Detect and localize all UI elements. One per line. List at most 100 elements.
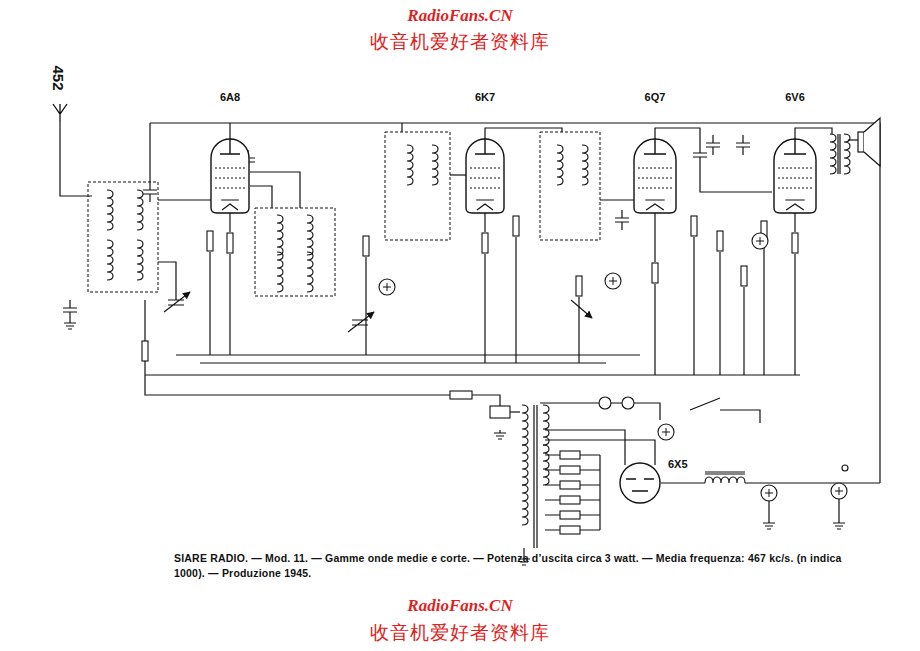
ground-symbol: [64, 320, 845, 565]
selector-taps: [560, 466, 580, 474]
tube-outline: [774, 139, 816, 213]
resistor-symbol: [482, 233, 488, 253]
tube-cathode: [221, 200, 239, 210]
electrolytic-capacitor: [379, 279, 395, 295]
resistor-symbol: [363, 236, 369, 256]
electrolytic-capacitor: [605, 273, 621, 289]
tube-plate: [475, 138, 495, 154]
wiring: [401, 123, 402, 132]
wiring: [545, 430, 625, 465]
electrolytic-capacitor: [658, 424, 674, 440]
selector-taps: [560, 526, 580, 534]
watermark: 收音机爱好者资料库: [370, 29, 550, 55]
shield-can: [385, 132, 450, 240]
tube-outline: [634, 139, 676, 213]
shield-can: [88, 132, 600, 296]
tube-outline: [211, 139, 249, 213]
coil-symbol: [522, 485, 528, 525]
wiring: [250, 186, 272, 208]
coil-symbol: [107, 190, 113, 230]
variable-capacitor: [164, 292, 190, 312]
coil-symbol: [543, 445, 549, 485]
capacitor-symbol: [706, 135, 720, 155]
wiring: [158, 262, 176, 300]
capacitor-symbol: [63, 135, 750, 320]
resistor-symbol: [792, 233, 798, 253]
wiring: [150, 123, 880, 483]
wiring: [200, 362, 606, 363]
tube-type-label: 6A8: [219, 91, 241, 104]
choke-coil: [705, 472, 745, 474]
variable-capacitor: [348, 312, 374, 332]
wiring: [365, 257, 366, 355]
coil-symbol: [543, 405, 549, 445]
wiring: [209, 252, 210, 355]
caption-text: SIARE RADIO. — Mod. 11. — Gamme onde med…: [174, 551, 868, 581]
coil-symbol: [522, 405, 528, 445]
capacitor-symbol: [693, 145, 707, 165]
pilot-lamp: [599, 397, 611, 409]
wiring: [145, 374, 800, 375]
vacuum-tube: 6A8: [206, 91, 254, 214]
vacuum-tube: 6V6: [769, 91, 821, 214]
wiring: [158, 199, 212, 200]
antenna-symbol: [53, 104, 67, 122]
coil-symbol: [277, 215, 283, 255]
tube-cathode: [785, 200, 804, 210]
wiring: [769, 498, 839, 520]
electrolytic-capacitor: [752, 233, 768, 249]
coil-symbol: [407, 145, 413, 185]
electrolytic-capacitor: [831, 483, 847, 499]
resistor-symbol: [741, 266, 747, 286]
tube-type-label: 6V6: [784, 91, 806, 104]
watermark: RadioFans.CN: [407, 596, 512, 616]
watermark: 收音机爱好者资料库: [370, 620, 550, 646]
ground-symbol: [494, 430, 506, 439]
tube-grid: [778, 168, 812, 188]
speaker-symbol: [864, 118, 880, 166]
wiring: [795, 128, 832, 138]
transformer-core: [838, 134, 840, 174]
rectifier-envelope: [619, 462, 661, 504]
ground-symbol: [833, 520, 845, 529]
variable-capacitor: [164, 292, 592, 332]
ground-symbol: [64, 320, 76, 329]
resistor-symbol: [227, 233, 233, 253]
tube-envelope: [210, 138, 250, 214]
pilot-lamp: [622, 397, 634, 409]
tube-envelope: [465, 138, 505, 214]
coil-symbol: [432, 145, 438, 185]
wiring: [690, 398, 760, 423]
coil-symbol: [107, 134, 850, 525]
pilot-lamp: [842, 465, 848, 471]
tube-envelope: [773, 138, 817, 214]
pilot-lamp: [599, 397, 848, 471]
tube-electrode: [626, 479, 654, 491]
coil-symbol: [830, 134, 836, 174]
coil-symbol: [522, 445, 528, 485]
resistor-symbol: [576, 276, 582, 296]
choke-coil: [705, 472, 745, 483]
tube-plate: [220, 138, 240, 154]
resistor-symbol: [513, 216, 519, 236]
coil-symbol: [137, 190, 143, 230]
tube-cathode: [645, 200, 664, 210]
speaker-symbol: [858, 132, 864, 152]
tube-grid: [638, 168, 672, 188]
wiring: [176, 354, 640, 355]
capacitor-symbol: [615, 210, 629, 230]
shield-can: [255, 208, 335, 296]
coil-symbol: [107, 240, 113, 280]
selector-taps: [545, 451, 600, 534]
capacitor-symbol: [63, 300, 77, 320]
tube-grid: [470, 168, 500, 188]
wiring: [229, 123, 230, 138]
wiring: [600, 199, 634, 200]
speaker-symbol: [858, 118, 880, 166]
tube-outline: [620, 463, 660, 503]
choke-coil: [705, 477, 745, 483]
wiring: [510, 411, 520, 412]
page-number: 452: [50, 65, 67, 90]
wiring: [661, 482, 705, 483]
